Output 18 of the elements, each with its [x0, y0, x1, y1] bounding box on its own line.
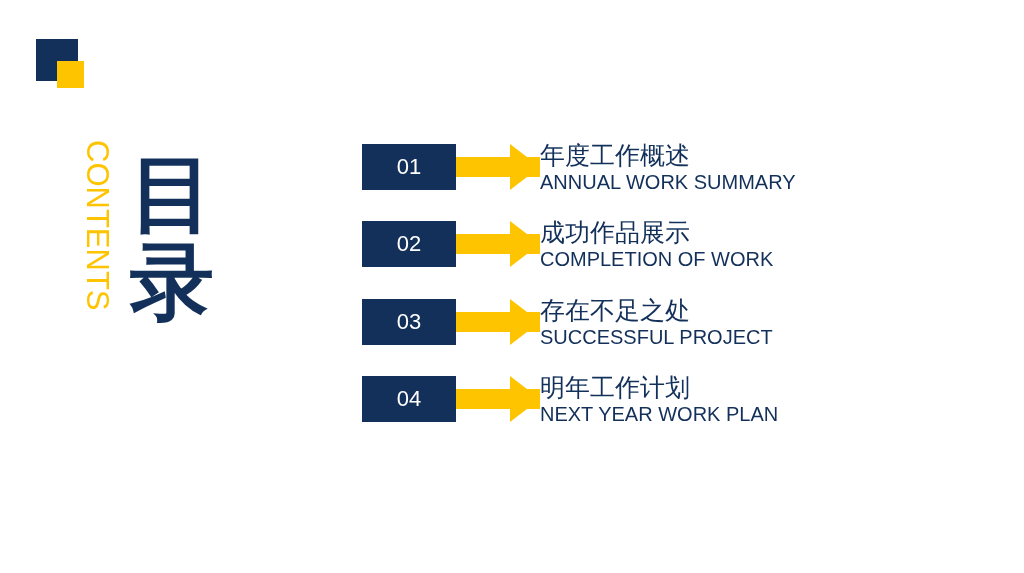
section-title: 年度工作概述 — [540, 140, 691, 170]
section-title: 成功作品展示 — [540, 217, 691, 247]
number-box: 04 — [362, 376, 456, 422]
section-subtitle: ANNUAL WORK SUMMARY — [540, 170, 797, 194]
arrow — [456, 376, 540, 422]
number-box: 03 — [362, 299, 456, 345]
section-subtitle: NEXT YEAR WORK PLAN — [540, 402, 780, 426]
section-subtitle: COMPLETION OF WORK — [540, 247, 775, 271]
arrow — [456, 144, 540, 190]
section-title: 明年工作计划 — [540, 372, 691, 402]
section-subtitle: SUCCESSFUL PROJECT — [540, 325, 774, 349]
arrow — [456, 221, 540, 267]
page-title: 目录 — [130, 150, 214, 327]
arrow — [456, 299, 540, 345]
side-title: CONTENTS — [82, 140, 113, 311]
section-title: 存在不足之处 — [540, 295, 691, 325]
number-box: 02 — [362, 221, 456, 267]
number-box: 01 — [362, 144, 456, 190]
